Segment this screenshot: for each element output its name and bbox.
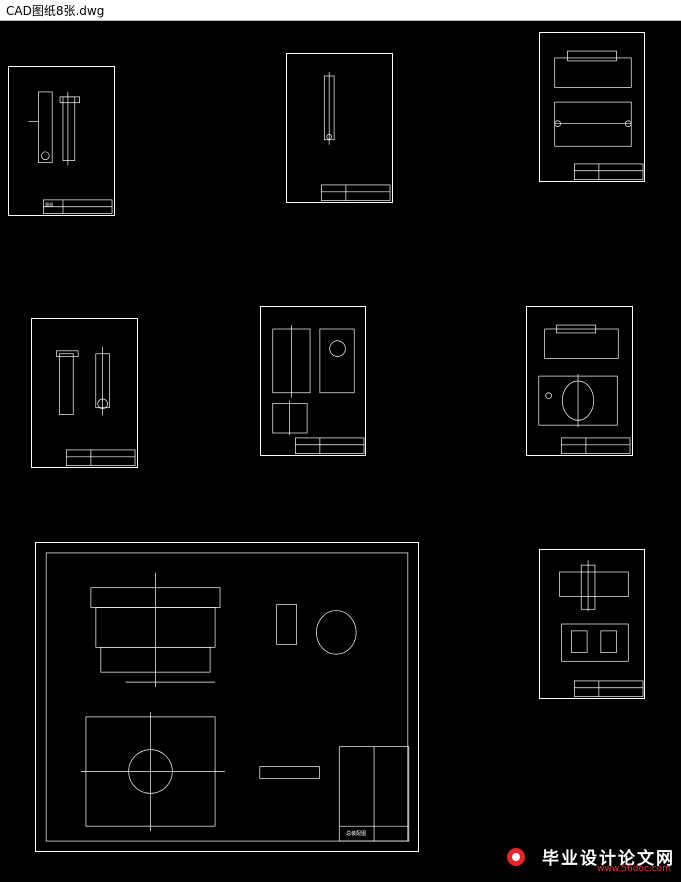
svg-text:图纸: 图纸: [45, 202, 53, 207]
drawing-sheet-3[interactable]: [539, 32, 645, 182]
sheet-5-linework: [272, 325, 365, 454]
drawing-sheet-1[interactable]: 图纸: [8, 66, 115, 216]
sheet-assembly-linework: 总装配图: [45, 552, 410, 842]
window-titlebar: CAD图纸8张.dwg: [0, 0, 681, 21]
watermark-text: 毕业设计论文网: [542, 849, 675, 869]
sheet-3-linework: [554, 50, 644, 180]
watermark: 毕业设计论文网 www.56doc.com: [505, 844, 675, 878]
sheet-8-linework: [559, 560, 644, 697]
drawing-sheet-8[interactable]: [539, 549, 645, 699]
sheet-1-linework: 图纸: [28, 91, 113, 214]
drawing-sheet-4[interactable]: [31, 318, 138, 468]
sheet-2-linework: [321, 72, 391, 201]
watermark-logo-icon: [507, 848, 525, 866]
svg-text:总装配图: 总装配图: [346, 830, 366, 837]
drawing-sheet-6[interactable]: [526, 306, 633, 456]
watermark-url: www.56doc.com: [597, 864, 671, 874]
sheet-4-linework: [56, 346, 136, 466]
window-title: CAD图纸8张.dwg: [6, 4, 105, 18]
drawing-sheet-2[interactable]: [286, 53, 393, 203]
sheet-6-linework: [538, 324, 631, 454]
drawing-sheet-5[interactable]: [260, 306, 366, 456]
drawing-sheet-assembly[interactable]: 总装配图: [35, 542, 419, 852]
drawing-canvas[interactable]: 图纸: [0, 21, 681, 882]
